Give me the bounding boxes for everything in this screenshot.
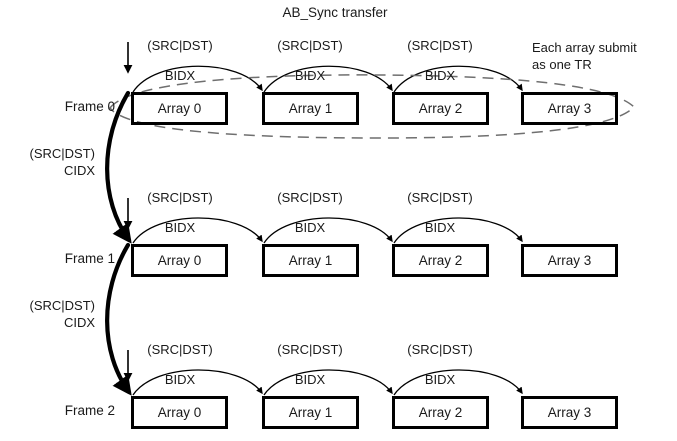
frame-2-bidx-arcs	[132, 369, 523, 396]
frame-2-srcdst-2: (SRC|DST)	[407, 342, 473, 357]
cidx-curve	[105, 90, 132, 244]
frame-0-bidx-0: BIDX	[164, 68, 196, 83]
frame-1-srcdst-0: (SRC|DST)	[147, 190, 213, 205]
frame-0-srcdst-1: (SRC|DST)	[277, 38, 343, 53]
bidx-arc	[132, 369, 263, 396]
bidx-arc	[263, 369, 393, 396]
cidx-curve	[105, 242, 132, 396]
diagram-title: AB_Sync transfer	[282, 5, 388, 20]
note-line-1: Each array submit	[532, 40, 637, 55]
frame-0-bidx-1: BIDX	[294, 68, 326, 83]
frame-1-bidx-arcs	[132, 217, 523, 244]
cidx-link-0-cidx: CIDX	[63, 163, 95, 178]
array-box[interactable]: Array 2	[392, 396, 489, 429]
bidx-arc	[263, 217, 393, 244]
array-box[interactable]: Array 0	[131, 92, 228, 125]
bidx-arc	[393, 217, 523, 244]
frame-label-0: Frame 0	[64, 99, 115, 114]
frame-2-srcdst-1: (SRC|DST)	[277, 342, 343, 357]
frame-1-srcdst-2: (SRC|DST)	[407, 190, 473, 205]
array-box[interactable]: Array 3	[521, 92, 618, 125]
array-box[interactable]: Array 1	[262, 92, 359, 125]
frame-0-bidx-arcs	[132, 65, 523, 93]
cidx-frame-links	[105, 90, 132, 396]
frame-2-bidx-1: BIDX	[294, 372, 326, 387]
cidx-link-1-cidx: CIDX	[63, 315, 95, 330]
frame-1-bidx-2: BIDX	[424, 220, 456, 235]
cidx-link-0-srcdst: (SRC|DST)	[29, 146, 95, 161]
frame-0-srcdst-2: (SRC|DST)	[407, 38, 473, 53]
frame-label-1: Frame 1	[64, 251, 115, 266]
frame-1-bidx-0: BIDX	[164, 220, 196, 235]
frame-1-bidx-1: BIDX	[294, 220, 326, 235]
note-line-2: as one TR	[532, 57, 592, 72]
frame-1-srcdst-1: (SRC|DST)	[277, 190, 343, 205]
array-box[interactable]: Array 1	[262, 396, 359, 429]
array-box[interactable]: Array 3	[521, 244, 618, 277]
bidx-arc	[393, 369, 523, 396]
frame-0-srcdst-0: (SRC|DST)	[147, 38, 213, 53]
bidx-arc	[393, 65, 523, 93]
array-box[interactable]: Array 0	[131, 244, 228, 277]
bidx-arc	[132, 217, 263, 244]
bidx-arc	[263, 65, 393, 93]
frame-2-bidx-0: BIDX	[164, 372, 196, 387]
array-box[interactable]: Array 2	[392, 92, 489, 125]
frame-label-2: Frame 2	[64, 403, 115, 418]
array-box[interactable]: Array 3	[521, 396, 618, 429]
frame-2-srcdst-0: (SRC|DST)	[147, 342, 213, 357]
array-box[interactable]: Array 2	[392, 244, 489, 277]
array-box[interactable]: Array 0	[131, 396, 228, 429]
frame-0-bidx-2: BIDX	[424, 68, 456, 83]
cidx-link-1-srcdst: (SRC|DST)	[29, 298, 95, 313]
frame-0-group-ellipse	[109, 74, 636, 139]
frame-2-bidx-2: BIDX	[424, 372, 456, 387]
array-box[interactable]: Array 1	[262, 244, 359, 277]
bidx-arc	[132, 65, 263, 93]
